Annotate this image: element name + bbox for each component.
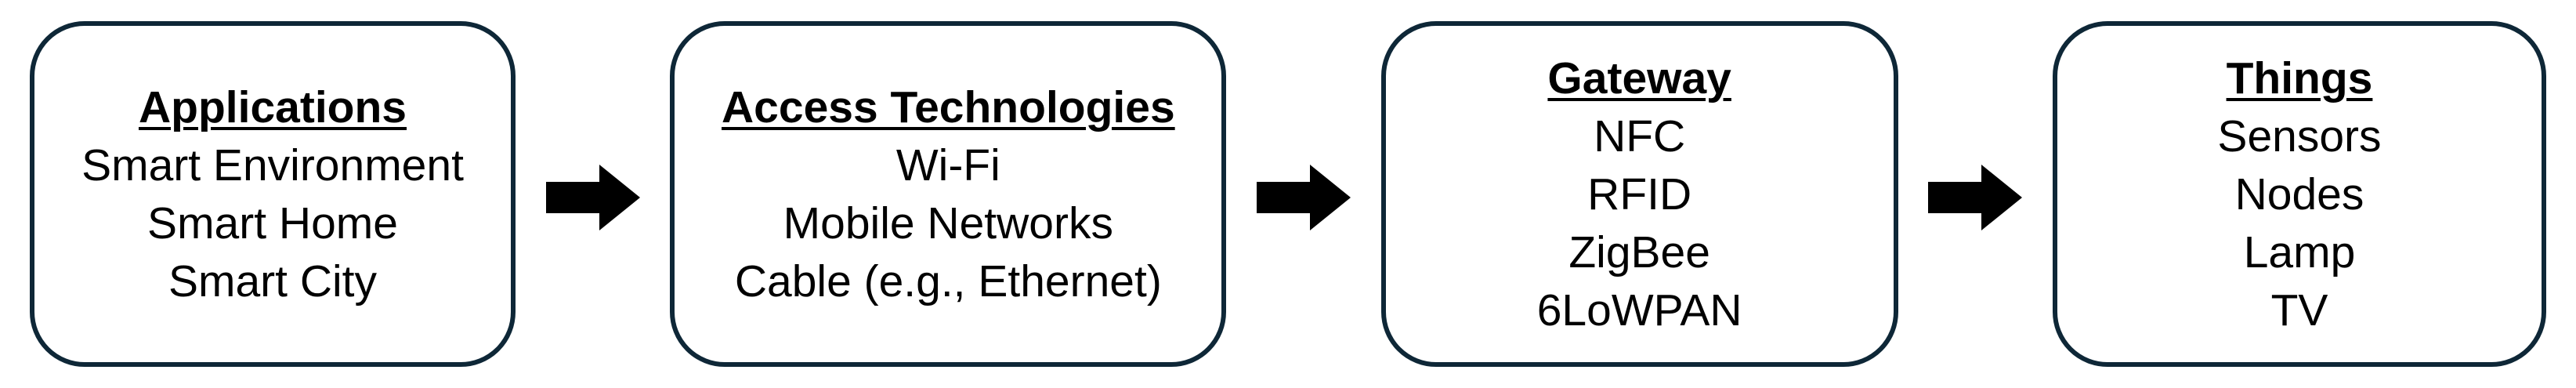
box-title: Access Technologies bbox=[722, 82, 1175, 132]
box-applications: Applications Smart Environment Smart Hom… bbox=[30, 21, 516, 367]
box-item: RFID bbox=[1587, 169, 1692, 219]
box-things: Things Sensors Nodes Lamp TV bbox=[2052, 21, 2546, 367]
flow-arrow-1 bbox=[516, 0, 670, 388]
box-item: 6LoWPAN bbox=[1536, 285, 1742, 335]
flow-arrow-2 bbox=[1226, 0, 1380, 388]
right-block-arrow-icon bbox=[1928, 164, 2023, 230]
box-item: Nodes bbox=[2234, 169, 2364, 219]
box-title: Gateway bbox=[1547, 53, 1731, 103]
box-item: Cable (e.g., Ethernet) bbox=[734, 256, 1162, 306]
box-item: Wi-Fi bbox=[895, 140, 1000, 190]
box-title: Things bbox=[2226, 53, 2373, 103]
box-item: Lamp bbox=[2243, 227, 2356, 277]
box-item: Smart Home bbox=[147, 198, 398, 248]
box-item: ZigBee bbox=[1568, 227, 1710, 277]
box-gateway: Gateway NFC RFID ZigBee 6LoWPAN bbox=[1380, 21, 1898, 367]
box-item: Sensors bbox=[2217, 111, 2382, 161]
box-access-technologies: Access Technologies Wi-Fi Mobile Network… bbox=[670, 21, 1227, 367]
box-item: Smart City bbox=[168, 256, 378, 306]
box-item: Smart Environment bbox=[81, 140, 464, 190]
box-title: Applications bbox=[138, 82, 407, 132]
box-item: NFC bbox=[1594, 111, 1686, 161]
box-item: Mobile Networks bbox=[783, 198, 1113, 248]
right-block-arrow-icon bbox=[545, 164, 640, 230]
right-block-arrow-icon bbox=[1256, 164, 1351, 230]
box-item: TV bbox=[2270, 285, 2328, 335]
flow-arrow-3 bbox=[1898, 0, 2053, 388]
